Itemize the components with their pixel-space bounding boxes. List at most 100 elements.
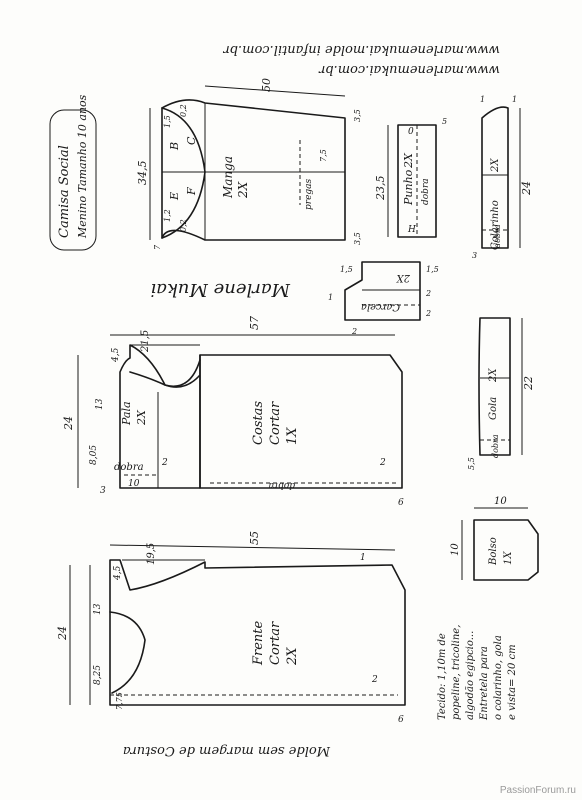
cuff-piece: 23,5 Punho 2X dobra 5 0 H <box>374 117 447 238</box>
back-dim-2b: 2 <box>379 458 386 468</box>
collar-qty: 2X <box>488 368 499 383</box>
yoke-fold: dobra <box>114 462 144 473</box>
fabric-note-line-5: o colarinho, gola <box>493 635 504 720</box>
pocket-dim-width: 10 <box>494 496 507 507</box>
fabric-note-line-4: Entretela para <box>479 646 490 721</box>
collar-piece: Gola 2X dobra 22 5,5 <box>467 317 535 470</box>
title-frame <box>49 109 97 251</box>
front-label: Frente <box>251 620 266 666</box>
back-dim-57: 57 <box>248 316 261 330</box>
front-dim-4-5: 4,5 <box>113 565 123 581</box>
yoke-qty: 2X <box>135 409 148 426</box>
front-dim-8-25: 8,25 <box>93 665 103 685</box>
back-piece: 57 21,5 Costas Cortar 1X dobra 2 6 <box>110 316 404 508</box>
back-qty: 1X <box>285 427 300 445</box>
cuff-label: Punho <box>402 169 415 206</box>
back-dim-10: 10 <box>128 479 140 489</box>
footer-note: Molde sem margem de Costura <box>123 743 331 758</box>
collar-label: Gola <box>488 397 499 420</box>
sleeve-dim-0-2: 0,2 <box>179 104 188 117</box>
pocket-dim-height: 10 <box>450 543 461 556</box>
url-line-1: www.marlenemukai.com.br <box>318 62 500 77</box>
front-dim-6: 6 <box>398 715 404 725</box>
back-label: Costas <box>251 401 266 445</box>
collar-stand-fold: dobra <box>493 224 502 248</box>
placket-label: Carcela <box>361 301 400 312</box>
watermark: PassionForum.ru <box>499 785 576 796</box>
placket-qty: 2X <box>396 272 411 283</box>
collar-stand-dim-3: 3 <box>472 251 477 260</box>
collar-dim-5-5: 5,5 <box>467 457 476 470</box>
back-dim-2a: 2 <box>161 458 168 468</box>
front-qty: 2X <box>285 647 300 666</box>
back-dim-6: 6 <box>398 498 404 508</box>
back-fold: dobra <box>268 480 295 490</box>
back-dim-4-5: 4,5 <box>111 347 121 363</box>
back-note: Cortar <box>268 401 283 445</box>
collar-stand-dim-24: 24 <box>520 181 533 196</box>
collar-stand-label: Colarinho <box>490 200 501 250</box>
pocket-label: Bolso <box>488 537 499 566</box>
sleeve-dim-1-2: 1,2 <box>163 209 172 222</box>
back-dim-13: 13 <box>95 398 105 410</box>
front-dim-2: 2 <box>371 675 378 685</box>
collar-stand-dim-1a: 1 <box>480 95 485 104</box>
collar-stand-dim-1b: 1 <box>512 95 517 104</box>
signature: Marlene Mukai <box>150 279 291 300</box>
sleeve-label: Manga <box>221 156 235 199</box>
placket-dim-1-5a: 1,5 <box>340 265 353 274</box>
cuff-mark-h: H <box>407 225 416 235</box>
back-dim-8-05: 8,05 <box>89 445 99 465</box>
sleeve-pregas: pregas <box>304 178 314 210</box>
collar-fold: dobra <box>491 434 500 458</box>
back-dim-24: 24 <box>62 416 75 431</box>
fabric-note: Tecido: 1,10m de popeline, tricoline, al… <box>437 625 518 721</box>
yoke-label: Pala <box>120 401 133 426</box>
sleeve-dim-34-5: 34,5 <box>136 161 149 186</box>
placket-dim-2b: 2 <box>425 309 431 318</box>
front-note: Cortar <box>268 621 283 665</box>
placket-dim-2c: 2 <box>351 327 357 336</box>
pocket-piece: 10 10 Bolso 1X <box>450 496 539 581</box>
sleeve-dim-0-2-b: 0,2 <box>179 219 188 232</box>
cuff-dim-23-5: 23,5 <box>374 176 387 202</box>
sleeve-dim-3-5-top: 3,5 <box>353 109 362 122</box>
sleeve-qty: 2X <box>236 181 250 199</box>
sleeve-dim-7-5: 7,5 <box>319 149 328 162</box>
sleeve-letter-e: E <box>168 192 181 201</box>
back-dim-21-5: 21,5 <box>140 330 151 353</box>
pocket-qty: 1X <box>503 551 514 565</box>
front-dim-7-75: 7,75 <box>115 692 124 710</box>
fabric-note-line-1: Tecido: 1,10m de <box>437 633 448 720</box>
sleeve-dim-50: 50 <box>260 78 273 92</box>
sleeve-dim-7: 7 <box>153 244 162 250</box>
cuff-mark-o: 0 <box>408 127 414 137</box>
sleeve-letter-b: B <box>168 142 181 151</box>
front-dim-1: 1 <box>360 553 366 563</box>
sleeve-dim-1-5: 1,5 <box>163 115 172 128</box>
sleeve-letter-c: C <box>185 136 198 145</box>
collar-dim-22: 22 <box>522 376 535 391</box>
cuff-fold: dobra <box>421 178 431 205</box>
collar-stand-qty: 2X <box>490 158 501 173</box>
title-line-1: Camisa Social <box>57 145 72 238</box>
yoke-piece: Pala 2X dobra 4,5 13 24 8,05 2 3 10 <box>62 344 201 496</box>
front-piece: 55 19,5 4,5 13 24 8,25 7,75 Frente Corta… <box>56 531 406 725</box>
sleeve-dim-3-5-bottom: 3,5 <box>353 232 362 245</box>
front-dim-24: 24 <box>56 626 69 641</box>
fabric-note-line-2: popeline, tricoline, <box>451 625 462 720</box>
cuff-dim-5: 5 <box>442 117 447 126</box>
front-dim-13: 13 <box>93 603 103 615</box>
title-line-2: Menino Tamanho 10 anos <box>76 94 89 239</box>
cuff-qty: 2X <box>402 152 415 169</box>
sleeve-letter-f: F <box>185 187 198 196</box>
placket-dim-2a: 2 <box>425 289 431 298</box>
placket-dim-1: 1 <box>328 293 333 302</box>
back-dim-3: 3 <box>100 486 106 496</box>
url-line-2: www.marlenemukai.molde infantil.com.br <box>223 42 500 57</box>
fabric-note-line-6: e vista= 20 cm <box>507 644 518 720</box>
front-dim-55: 55 <box>248 531 261 545</box>
collar-stand-piece: Colarinho 2X dobra 24 1 1 3 <box>472 95 533 260</box>
